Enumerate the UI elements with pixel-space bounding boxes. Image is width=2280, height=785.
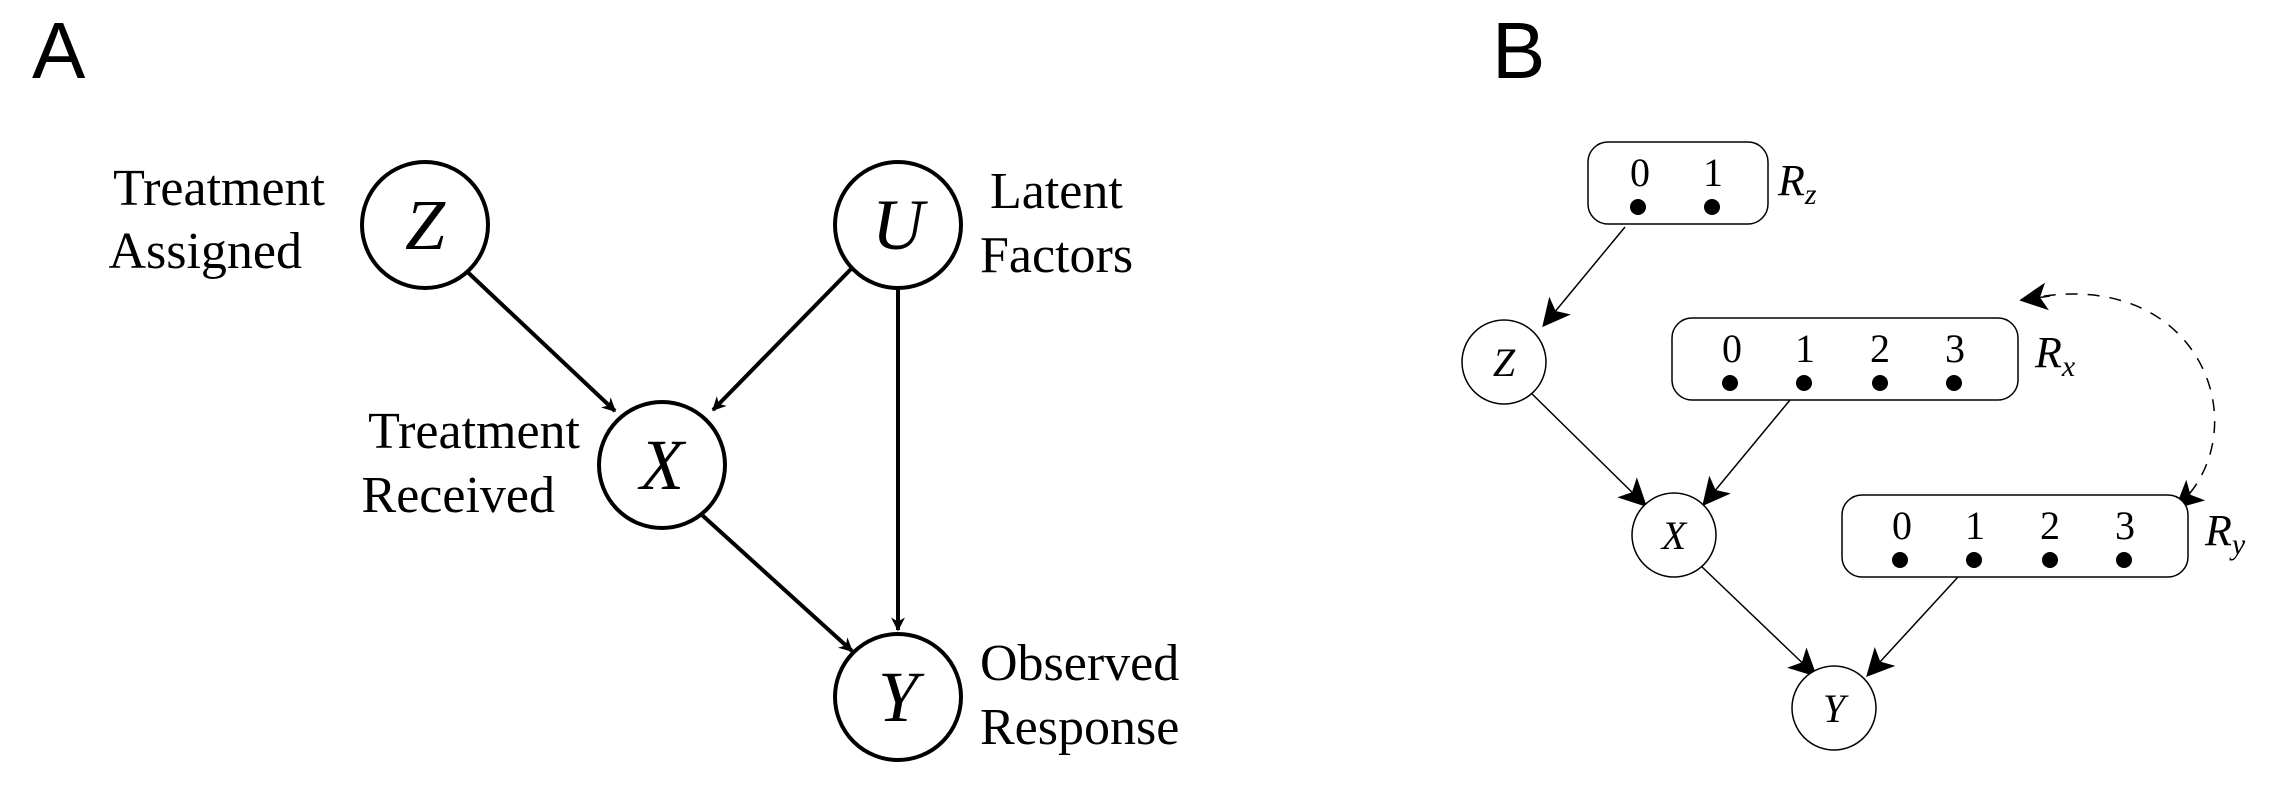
rx-label-name: R: [2034, 328, 2062, 377]
ry-label: Ry: [2204, 506, 2246, 561]
node-x-b-symbol: X: [1660, 513, 1688, 558]
node-y: Y: [833, 632, 963, 762]
rx-state-dot-1: [1796, 375, 1812, 391]
node-y-symbol: Y: [878, 657, 925, 737]
rx-label: Rx: [2034, 328, 2076, 383]
ry-state-0: 0: [1892, 503, 1912, 548]
node-x-b-circle: [1631, 492, 1717, 578]
node-z-symbol: Z: [405, 185, 446, 265]
rx-state-2: 2: [1870, 326, 1890, 371]
node-y-b: Y: [1791, 665, 1877, 751]
node-z-b-circle: [1461, 319, 1547, 405]
rx-label-subscript: x: [2061, 350, 2076, 383]
edge-x-to-y: [1699, 564, 1818, 677]
panel-a-letter: A: [32, 6, 86, 95]
rx-state-1: 1: [1795, 326, 1815, 371]
rx-state-0: 0: [1722, 326, 1742, 371]
edge-rz-to-z: [1542, 226, 1626, 328]
node-y-b-symbol: Y: [1823, 686, 1849, 731]
node-z-label-line2: Assigned: [108, 223, 302, 280]
response-set-rz-box: [1587, 141, 1769, 225]
node-y-label-line1: Observed: [980, 635, 1179, 692]
edge-z-to-x: [456, 261, 617, 413]
rz-label: Rz: [1777, 156, 1817, 211]
node-y-label-line2: Response: [980, 699, 1179, 756]
node-x-label-line2: Received: [362, 467, 555, 524]
edge-ry-to-y: [1866, 576, 1959, 678]
panel-a: A Z Treatment Assigned U Latent Factors …: [32, 6, 1179, 762]
ry-state-2: 2: [2040, 503, 2060, 548]
response-set-rz: 0 1 Rz: [1587, 141, 1817, 225]
node-u-label-line1: Latent: [990, 163, 1123, 220]
node-z-circle: [360, 160, 490, 290]
response-set-ry: 0 1 2 3 Ry: [1841, 494, 2246, 578]
rz-label-name: R: [1777, 156, 1805, 205]
edge-z-to-x: [1525, 387, 1647, 507]
rx-state-dot-0: [1722, 375, 1738, 391]
panel-a-edges: [456, 261, 905, 653]
ry-label-name: R: [2204, 506, 2232, 555]
node-x-label-line1: Treatment: [368, 403, 580, 460]
node-z: Z: [360, 160, 490, 290]
rx-state-dot-3: [1946, 375, 1962, 391]
edge-dashed-origin-arrow: [2019, 282, 2051, 311]
node-z-b: Z: [1461, 319, 1547, 405]
rz-state-dot-1: [1704, 199, 1720, 215]
ry-state-dot-0: [1892, 552, 1908, 568]
rz-label-subscript: z: [1804, 178, 1817, 211]
response-set-rx: 0 1 2 3 Rx: [1671, 317, 2076, 401]
ry-state-3: 3: [2115, 503, 2135, 548]
panel-b-letter: B: [1492, 6, 1545, 95]
rz-state-dot-0: [1630, 199, 1646, 215]
node-z-label-line1: Treatment: [113, 160, 325, 217]
ry-state-dot-2: [2042, 552, 2058, 568]
node-x-symbol: X: [637, 425, 687, 505]
rz-state-0: 0: [1630, 150, 1650, 195]
node-u-label-line2: Factors: [980, 227, 1133, 284]
edge-rx-to-ry-dashed: [2021, 293, 2216, 509]
node-z-b-symbol: Z: [1493, 340, 1516, 385]
node-u-circle: [833, 160, 963, 290]
ry-state-1: 1: [1965, 503, 1985, 548]
edge-rx-to-x: [1702, 399, 1791, 507]
edge-x-to-y: [700, 513, 854, 653]
rx-state-3: 3: [1945, 326, 1965, 371]
ry-state-dot-3: [2116, 552, 2132, 568]
node-u-symbol: U: [872, 185, 928, 265]
rx-state-dot-2: [1872, 375, 1888, 391]
node-x-circle: [597, 400, 727, 530]
rz-state-1: 1: [1703, 150, 1723, 195]
node-y-circle: [833, 632, 963, 762]
node-x-b: X: [1631, 492, 1717, 578]
node-y-b-circle: [1791, 665, 1877, 751]
ry-label-subscript: y: [2229, 528, 2246, 561]
response-set-rx-box: [1671, 317, 2019, 401]
panel-b: B 0 1 Rz Z 0 1: [1461, 6, 2246, 751]
node-x: X: [597, 400, 727, 530]
panel-b-edges: [1525, 226, 2216, 678]
ry-state-dot-1: [1966, 552, 1982, 568]
node-u: U: [833, 160, 963, 290]
response-set-ry-box: [1841, 494, 2189, 578]
edge-u-to-x: [711, 266, 854, 412]
